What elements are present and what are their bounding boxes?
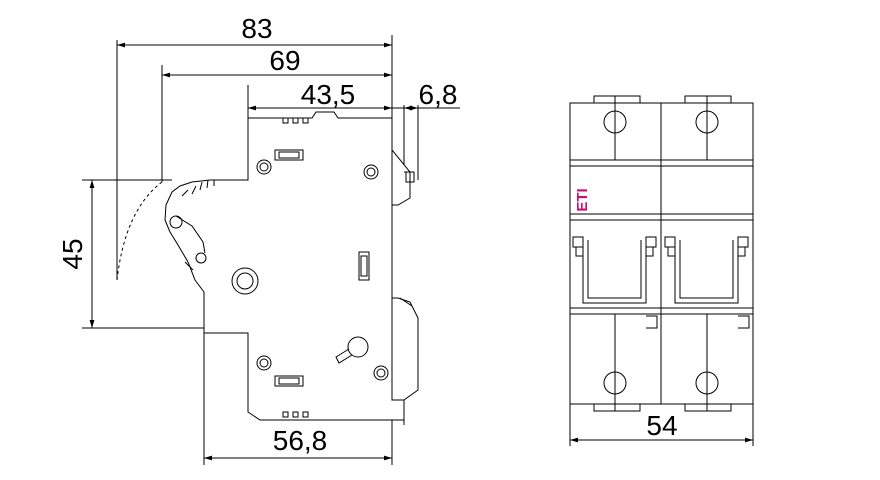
side-dimension-lines xyxy=(89,42,460,461)
front-dimension-lines xyxy=(569,404,754,446)
dim-label-6-8: 6,8 xyxy=(419,79,458,110)
eti-logo: ETI xyxy=(574,188,591,211)
dim-label-54: 54 xyxy=(646,410,677,441)
dim-label-69: 69 xyxy=(269,45,300,76)
side-view xyxy=(164,111,419,425)
dim-label-45: 45 xyxy=(57,238,88,269)
front-view xyxy=(569,95,754,412)
dim-label-56-8: 56,8 xyxy=(273,425,328,456)
dim-label-43-5: 43,5 xyxy=(301,79,356,110)
swing-arc xyxy=(116,181,163,281)
side-extension-lines xyxy=(82,35,419,465)
dim-label-83: 83 xyxy=(241,13,272,44)
